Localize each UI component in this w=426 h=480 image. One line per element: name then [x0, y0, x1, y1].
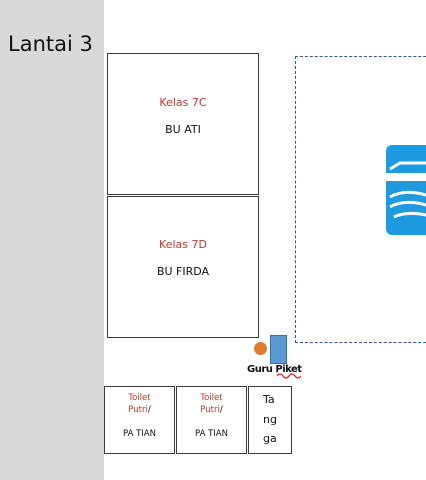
spellcheck-underline: [277, 373, 301, 379]
stairs-label-line: ng: [263, 413, 277, 426]
room-name: Kelas 7C: [159, 96, 207, 109]
toilet-2[interactable]: Toilet Putri/ PA TIAN: [176, 386, 247, 454]
room-kelas-7d[interactable]: Kelas 7D BU FIRDA: [107, 196, 259, 338]
floor-label: Lantai 3: [8, 32, 93, 56]
guru-piket-desk: [270, 335, 287, 364]
floor-sidebar: Lantai 3: [0, 0, 104, 480]
stairs-room[interactable]: Ta ng ga: [248, 386, 292, 454]
room-kelas-7c[interactable]: Kelas 7C BU ATI: [107, 53, 259, 195]
dashed-area: [295, 56, 426, 343]
toilet-name: PA TIAN: [123, 429, 156, 439]
room-teacher: BU ATI: [165, 123, 201, 136]
room-teacher: BU FIRDA: [156, 265, 210, 278]
stair-icon: [386, 145, 426, 240]
toilet-label: Toilet: [128, 393, 151, 403]
stairs-label-line: ga: [263, 432, 277, 445]
toilet-label: Toilet: [200, 393, 223, 403]
toilet-name: PA TIAN: [195, 429, 228, 439]
guru-piket-label: Guru Piket: [247, 364, 302, 375]
toilet-sub: Putri/: [200, 405, 223, 415]
toilet-1[interactable]: Toilet Putri/ PA TIAN: [104, 386, 175, 454]
toilet-sub: Putri/: [128, 405, 151, 415]
guru-piket-marker: [254, 342, 267, 355]
stairs-label-line: Ta: [263, 393, 275, 406]
room-name: Kelas 7D: [159, 238, 207, 251]
